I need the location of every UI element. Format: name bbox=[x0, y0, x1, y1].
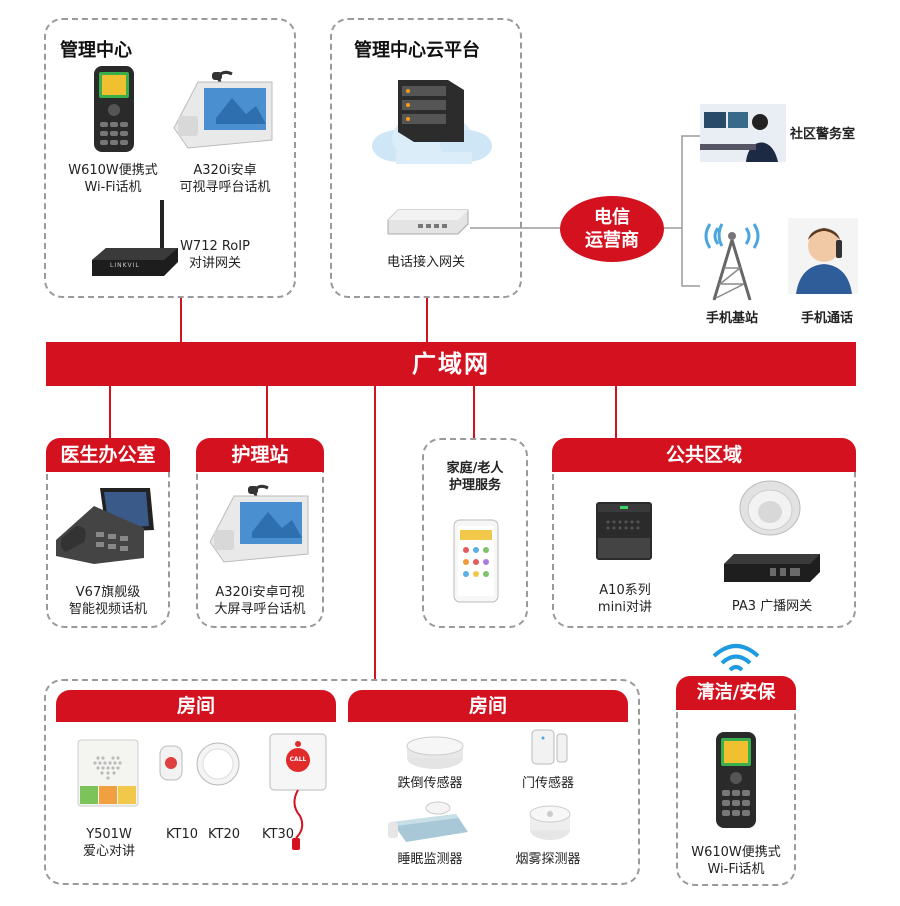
mobile-call-label: 手机通话 bbox=[800, 311, 853, 326]
a320i-nurse-label: A320i安卓可视 大屏寻呼台话机 bbox=[214, 585, 306, 617]
door-sensor-label: 门传感器 bbox=[521, 776, 574, 791]
phone-gateway-icon bbox=[387, 209, 469, 235]
kt30-label: KT30 bbox=[262, 827, 294, 842]
a320i-label: A320i安卓 可视寻呼台话机 bbox=[179, 163, 271, 195]
a10-label: A10系列 mini对讲 bbox=[597, 583, 653, 615]
kt10-button-icon bbox=[159, 745, 183, 781]
police-office-icon bbox=[700, 104, 786, 162]
mobile-call-icon bbox=[788, 218, 858, 294]
mgmt-center-panel bbox=[44, 18, 296, 298]
smoke-detector-icon bbox=[529, 805, 571, 840]
smartphone-app-icon bbox=[453, 519, 499, 603]
link-doctor bbox=[109, 386, 111, 438]
a10-intercom-icon bbox=[596, 502, 652, 560]
v67-phone-icon bbox=[56, 488, 154, 564]
fall-sensor-label: 跌倒传感器 bbox=[397, 776, 463, 791]
room2-header: 房间 bbox=[348, 690, 628, 722]
link-cloud-to-wan bbox=[426, 298, 428, 342]
kt20-label: KT20 bbox=[208, 827, 240, 842]
sleep-monitor-label: 睡眠监测器 bbox=[397, 852, 463, 867]
w712-label: W712 RoIP 对讲网关 bbox=[180, 239, 250, 271]
cloud-server-icon bbox=[372, 80, 492, 164]
y501w-label: Y501W 爱心对讲 bbox=[82, 827, 135, 859]
mgmt-center-title: 管理中心 bbox=[60, 40, 132, 61]
police-office-label: 社区警务室 bbox=[790, 127, 856, 142]
cleaning-header: 清洁/安保 bbox=[676, 676, 796, 710]
w610w-cleaning-label: W610W便携式 Wi-Fi话机 bbox=[691, 845, 781, 877]
rooms-panel bbox=[44, 679, 640, 885]
home-care-title: 家庭/老人 护理服务 bbox=[446, 461, 504, 493]
link-rooms bbox=[374, 386, 376, 679]
pa3-label: PA3 广播网关 bbox=[731, 599, 813, 614]
nurse-header: 护理站 bbox=[196, 438, 324, 472]
home-care-panel bbox=[422, 438, 528, 628]
w712-brand-text: LINKVIL bbox=[110, 262, 140, 269]
y501w-intercom-icon bbox=[77, 739, 139, 807]
sleep-monitor-icon bbox=[388, 801, 468, 842]
ceiling-speaker-icon bbox=[739, 480, 801, 536]
cloud-title: 管理中心云平台 bbox=[354, 40, 480, 61]
link-nurse bbox=[266, 386, 268, 438]
smoke-detector-label: 烟雾探测器 bbox=[515, 852, 581, 867]
v67-label: V67旗舰级 智能视频话机 bbox=[68, 585, 147, 617]
pa3-gateway-icon bbox=[724, 554, 820, 582]
a320i-nurse-console-icon bbox=[209, 484, 309, 563]
a320i-console-icon bbox=[173, 70, 273, 149]
phone-gateway-label: 电话接入网关 bbox=[386, 255, 465, 270]
cell-tower-label: 手机基站 bbox=[705, 311, 758, 326]
wan-band: 广域网 bbox=[46, 342, 856, 386]
cloud-panel bbox=[330, 18, 522, 298]
kt20-button-icon bbox=[196, 742, 240, 786]
link-public bbox=[615, 386, 617, 438]
link-mgmt-to-wan bbox=[180, 298, 182, 342]
w610w-phone-icon bbox=[94, 66, 134, 152]
cell-tower-icon bbox=[704, 223, 760, 301]
carrier-badge: 电信 运营商 bbox=[560, 196, 664, 262]
room1-header: 房间 bbox=[56, 690, 336, 722]
link-home bbox=[473, 386, 475, 438]
fall-sensor-icon bbox=[406, 736, 464, 769]
w712-gateway-icon bbox=[92, 200, 178, 276]
w610w-cleaning-phone-icon bbox=[716, 732, 756, 828]
kt10-label: KT10 bbox=[166, 827, 198, 842]
doctor-header: 医生办公室 bbox=[46, 438, 170, 472]
public-area-header: 公共区域 bbox=[552, 438, 856, 472]
w610w-label: W610W便携式 Wi-Fi话机 bbox=[68, 163, 158, 195]
wifi-icon bbox=[712, 644, 760, 672]
door-sensor-icon bbox=[531, 729, 568, 765]
kt30-call-text: CALL bbox=[289, 756, 307, 763]
kt30-pull-cord-icon bbox=[269, 733, 327, 850]
